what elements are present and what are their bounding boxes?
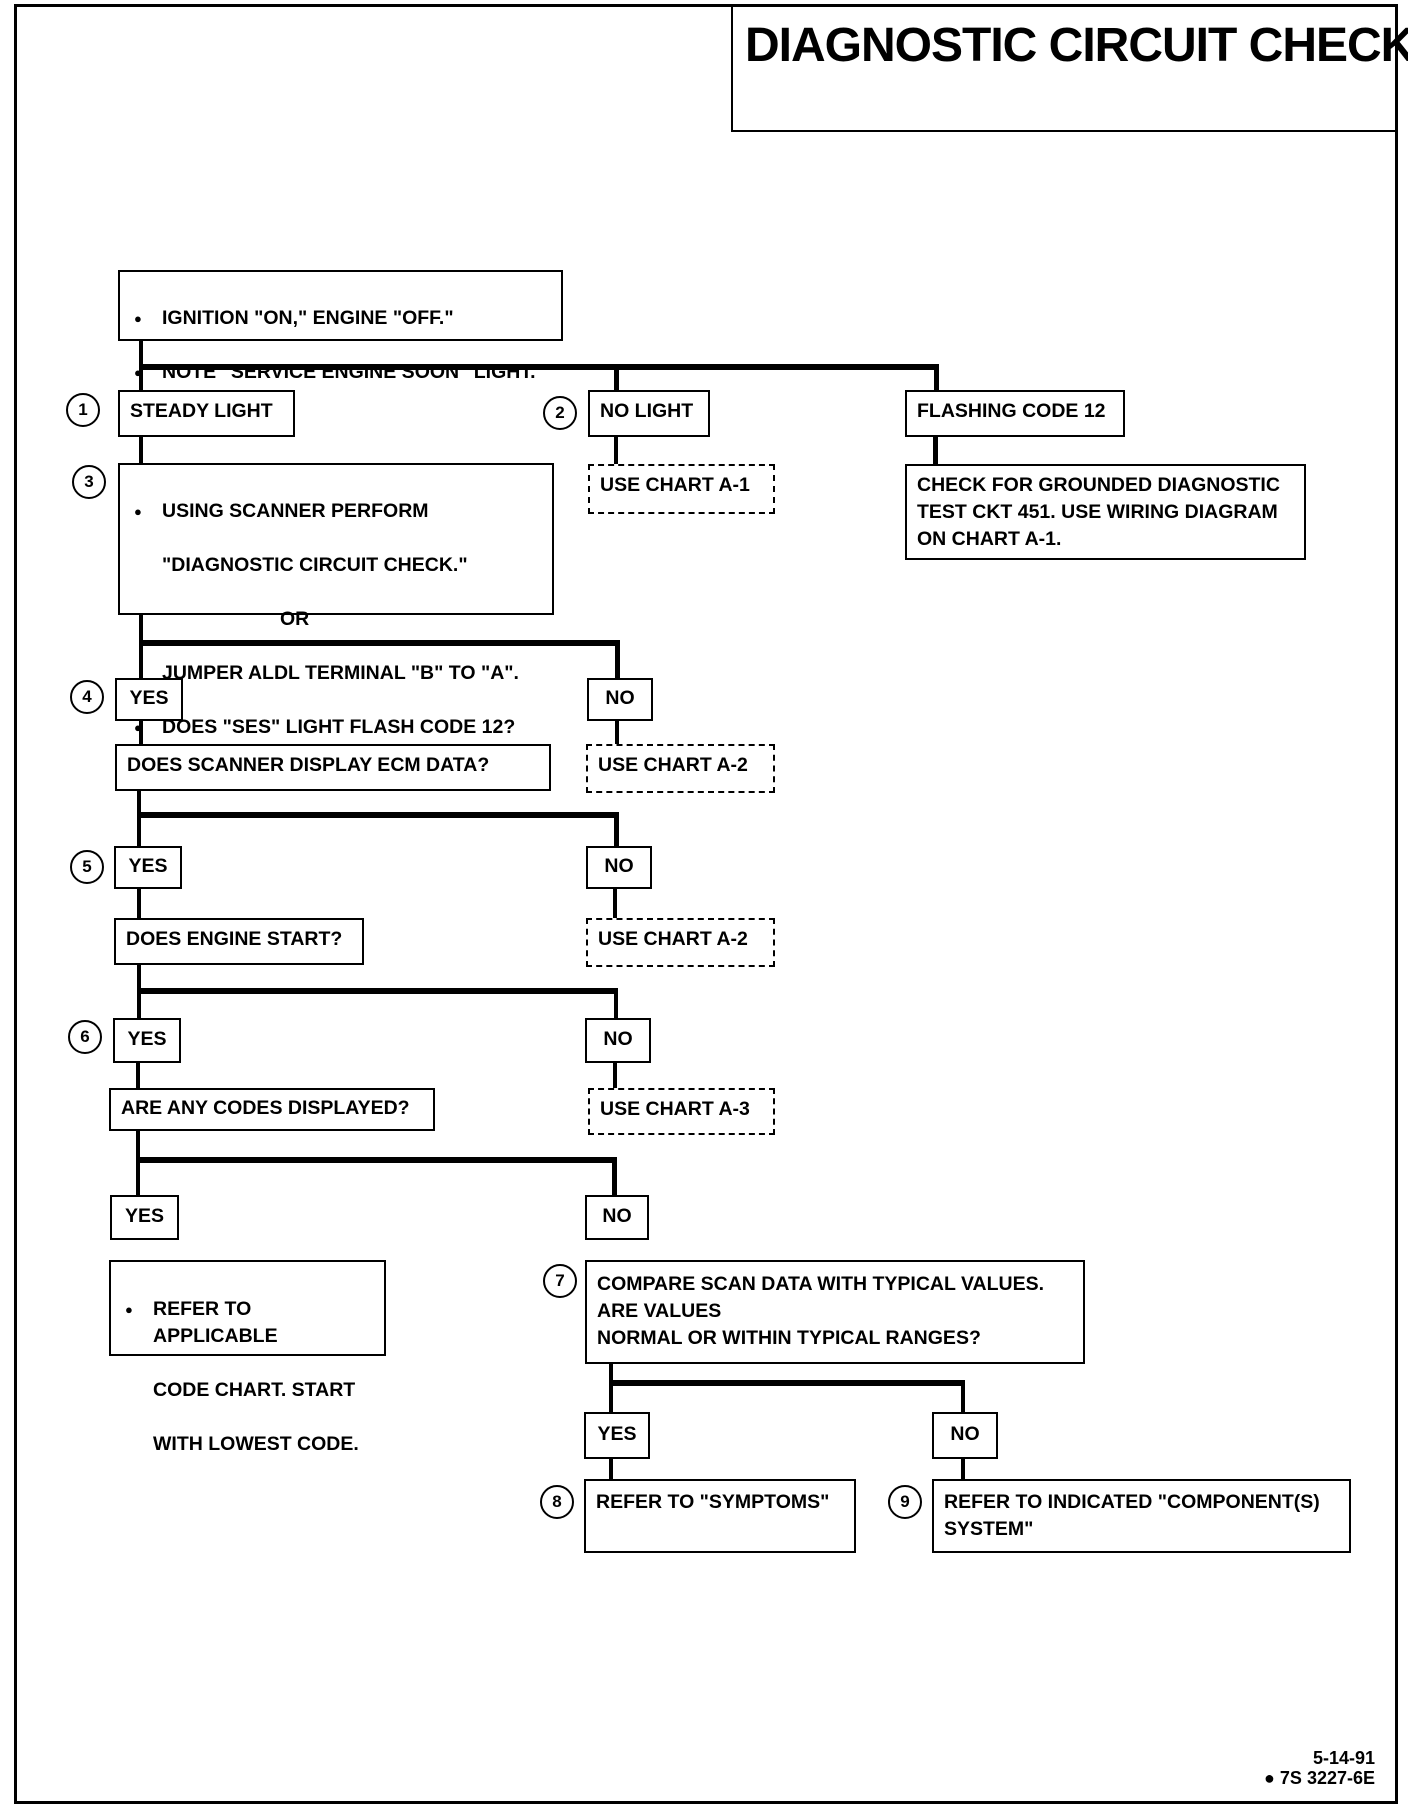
- connector: [614, 436, 618, 464]
- connector: [933, 436, 938, 464]
- scanner-instruction-1b: "DIAGNOSTIC CIRCUIT CHECK.": [162, 554, 468, 576]
- yes-codes-box: YES: [110, 1195, 179, 1240]
- step-callout-5: 5: [70, 850, 104, 884]
- connector: [609, 1380, 965, 1386]
- footer-date: 5-14-91: [1312, 1748, 1375, 1768]
- connector: [613, 1062, 617, 1090]
- step-callout-6: 6: [68, 1020, 102, 1054]
- connector: [609, 1458, 613, 1480]
- connector: [614, 812, 619, 847]
- connector: [961, 1380, 965, 1412]
- no-4-box: NO: [587, 678, 653, 721]
- footer-code: ● 7S 3227-6E: [1264, 1768, 1375, 1788]
- connector: [614, 988, 618, 1022]
- step-callout-1: 1: [66, 393, 100, 427]
- no-codes-box: NO: [585, 1195, 649, 1240]
- yes-6-box: YES: [113, 1018, 181, 1063]
- yes-7-box: YES: [584, 1412, 650, 1459]
- connector: [136, 1157, 617, 1163]
- scanner-instruction-1a: USING SCANNER PERFORM: [132, 498, 540, 525]
- scanner-check-box: USING SCANNER PERFORM "DIAGNOSTIC CIRCUI…: [118, 463, 554, 741]
- step-callout-8: 8: [540, 1485, 574, 1519]
- connector: [612, 1157, 617, 1196]
- connector: [137, 812, 619, 818]
- step-callout-9: 9: [888, 1485, 922, 1519]
- connector: [139, 436, 143, 464]
- step-callout-2: 2: [543, 396, 577, 430]
- refer-code-chart-line-3: WITH LOWEST CODE.: [153, 1433, 359, 1455]
- scanner-instruction-or: OR: [280, 608, 310, 630]
- yes-5-box: YES: [114, 846, 182, 889]
- connector: [139, 614, 143, 679]
- scanner-display-box: DOES SCANNER DISPLAY ECM DATA?: [115, 744, 551, 791]
- page-title: DIAGNOSTIC CIRCUIT CHECK: [745, 19, 1408, 72]
- step-callout-7: 7: [543, 1264, 577, 1298]
- start-instruction-2: NOTE "SERVICE ENGINE SOON" LIGHT.: [132, 359, 549, 386]
- no-7-box: NO: [932, 1412, 998, 1459]
- no-light-box: NO LIGHT: [588, 390, 710, 437]
- title-box: [731, 4, 1398, 132]
- connector: [137, 888, 141, 919]
- connector: [934, 364, 939, 390]
- refer-code-chart-line-2: CODE CHART. START: [153, 1379, 356, 1401]
- check-grounded-box: CHECK FOR GROUNDED DIAGNOSTIC TEST CKT 4…: [905, 464, 1306, 560]
- use-chart-a1-box: USE CHART A-1: [588, 464, 775, 514]
- page-frame: [14, 4, 1398, 1804]
- refer-code-chart-line-1: REFER TO APPLICABLE: [123, 1296, 372, 1350]
- steady-light-box: STEADY LIGHT: [118, 390, 295, 437]
- no-6-box: NO: [585, 1018, 651, 1063]
- connector: [137, 988, 618, 994]
- yes-4-box: YES: [115, 678, 183, 721]
- scanner-instruction-jumper: JUMPER ALDL TERMINAL "B" TO "A".: [162, 662, 519, 684]
- compare-scan-box: COMPARE SCAN DATA WITH TYPICAL VALUES. A…: [585, 1260, 1085, 1364]
- scanner-instruction-2: DOES "SES" LIGHT FLASH CODE 12?: [132, 714, 540, 741]
- start-instruction-1: IGNITION "ON," ENGINE "OFF.": [132, 305, 549, 332]
- refer-code-chart-box: REFER TO APPLICABLE CODE CHART. START WI…: [109, 1260, 386, 1455]
- refer-component-box: REFER TO INDICATED "COMPONENT(S) SYSTEM": [932, 1479, 1351, 1553]
- connector: [613, 888, 617, 919]
- codes-displayed-box: ARE ANY CODES DISPLAYED?: [109, 1088, 435, 1131]
- step-callout-4: 4: [70, 680, 104, 714]
- no-5-box: NO: [586, 846, 652, 889]
- connector: [614, 364, 619, 390]
- connector: [137, 789, 141, 847]
- use-chart-a2-box-2: USE CHART A-2: [586, 918, 775, 967]
- use-chart-a2-box-1: USE CHART A-2: [586, 744, 775, 793]
- flashing-code-box: FLASHING CODE 12: [905, 390, 1125, 437]
- step-callout-3: 3: [72, 465, 106, 499]
- start-instructions-box: IGNITION "ON," ENGINE "OFF." NOTE "SERVI…: [118, 270, 563, 386]
- use-chart-a3-box: USE CHART A-3: [588, 1088, 775, 1135]
- connector: [139, 640, 620, 646]
- footer: 5-14-91 ● 7S 3227-6E: [1264, 1748, 1375, 1788]
- connector: [615, 720, 619, 745]
- connector: [609, 1362, 613, 1412]
- refer-symptoms-box: REFER TO "SYMPTOMS": [584, 1479, 856, 1553]
- connector: [961, 1458, 965, 1480]
- connector: [615, 640, 620, 679]
- engine-start-box: DOES ENGINE START?: [114, 918, 364, 965]
- connector: [136, 1062, 140, 1090]
